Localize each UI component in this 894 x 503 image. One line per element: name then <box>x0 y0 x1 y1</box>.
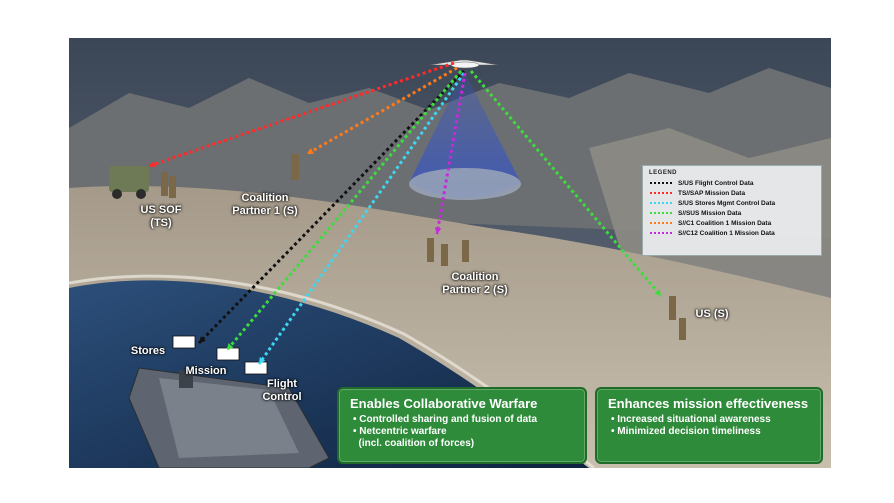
mission-effectiveness-bullet-1: • Increased situational awareness <box>611 414 771 425</box>
collaborative-warfare-bullet-2: • Netcentric warfare <box>353 426 447 437</box>
legend-swatch <box>650 212 672 214</box>
legend-item: TS//SAP Mission Data <box>650 188 821 198</box>
legend-title: LEGEND <box>649 170 678 176</box>
legend-swatch <box>650 222 672 224</box>
legend-item: S//C1 Coalition 1 Mission Data <box>650 218 821 228</box>
carrier-ship <box>128 367 330 468</box>
aircraft-icon <box>428 59 500 69</box>
data-links <box>148 61 663 365</box>
collaborative-warfare-bullet-1: • Controlled sharing and fusion of data <box>353 414 538 425</box>
sensor-cone <box>409 71 521 198</box>
label-coalition-partner-1: Coalition Partner 1 (S) <box>232 192 298 217</box>
mission-effectiveness-box: Enhances mission effectiveness • Increas… <box>595 387 823 464</box>
data-link-line <box>257 72 466 365</box>
vehicle-us-sof <box>109 166 149 199</box>
data-link-line <box>469 70 663 297</box>
data-link-arrowhead <box>227 343 234 350</box>
mission-effectiveness-heading: Enhances mission effectiveness <box>608 396 809 411</box>
data-link-arrowhead <box>199 336 206 343</box>
data-link-line <box>435 72 467 235</box>
legend-item-label: S//C12 Coalition 1 Mission Data <box>678 229 775 237</box>
legend-item: S/US Flight Control Data <box>650 178 821 188</box>
data-link-arrowhead <box>434 227 442 234</box>
collaborative-warfare-heading: Enables Collaborative Warfare <box>350 396 538 411</box>
collaborative-warfare-box: Enables Collaborative Warfare • Controll… <box>337 387 587 464</box>
data-link-arrowhead <box>654 289 661 296</box>
data-link-arrowhead <box>259 357 266 364</box>
legend-item: S//C12 Coalition 1 Mission Data <box>650 228 821 238</box>
label-flight-control: Flight Control <box>262 378 302 403</box>
legend-item-label: S//C1 Coalition 1 Mission Data <box>678 219 772 227</box>
label-stores: Stores <box>130 345 166 357</box>
legend-swatch <box>650 232 672 234</box>
soldiers <box>161 154 686 340</box>
data-link-line <box>225 70 463 351</box>
legend-swatch <box>650 182 672 184</box>
legend-item-label: S/US Stores Mgmt Control Data <box>678 199 776 207</box>
legend-item-label: TS//SAP Mission Data <box>678 189 746 197</box>
sensor-footprint <box>409 168 521 200</box>
label-coalition-partner-2: Coalition Partner 2 (S) <box>442 271 508 296</box>
label-mission: Mission <box>185 365 227 377</box>
mission-effectiveness-bullet-2: • Minimized decision timeliness <box>611 426 761 437</box>
data-nodes <box>172 335 268 375</box>
label-us: US (S) <box>695 308 729 320</box>
collaborative-warfare-bullet-3: (incl. coalition of forces) <box>353 438 475 449</box>
data-link-arrowhead <box>307 148 314 154</box>
label-us-sof: US SOF (TS) <box>140 204 182 229</box>
legend-swatch <box>650 192 672 194</box>
data-link-line <box>148 61 455 168</box>
legend-item: S/US Stores Mgmt Control Data <box>650 198 821 208</box>
legend-item-label: S/US Flight Control Data <box>678 179 754 187</box>
legend-swatch <box>650 202 672 204</box>
scene: US SOF (TS) Coalition Partner 1 (S) Coal… <box>69 38 831 468</box>
data-link-line <box>306 66 458 156</box>
data-link-arrowhead <box>149 160 156 168</box>
legend-item-label: S//SUS Mission Data <box>678 209 742 217</box>
legend-item: S//SUS Mission Data <box>650 208 821 218</box>
